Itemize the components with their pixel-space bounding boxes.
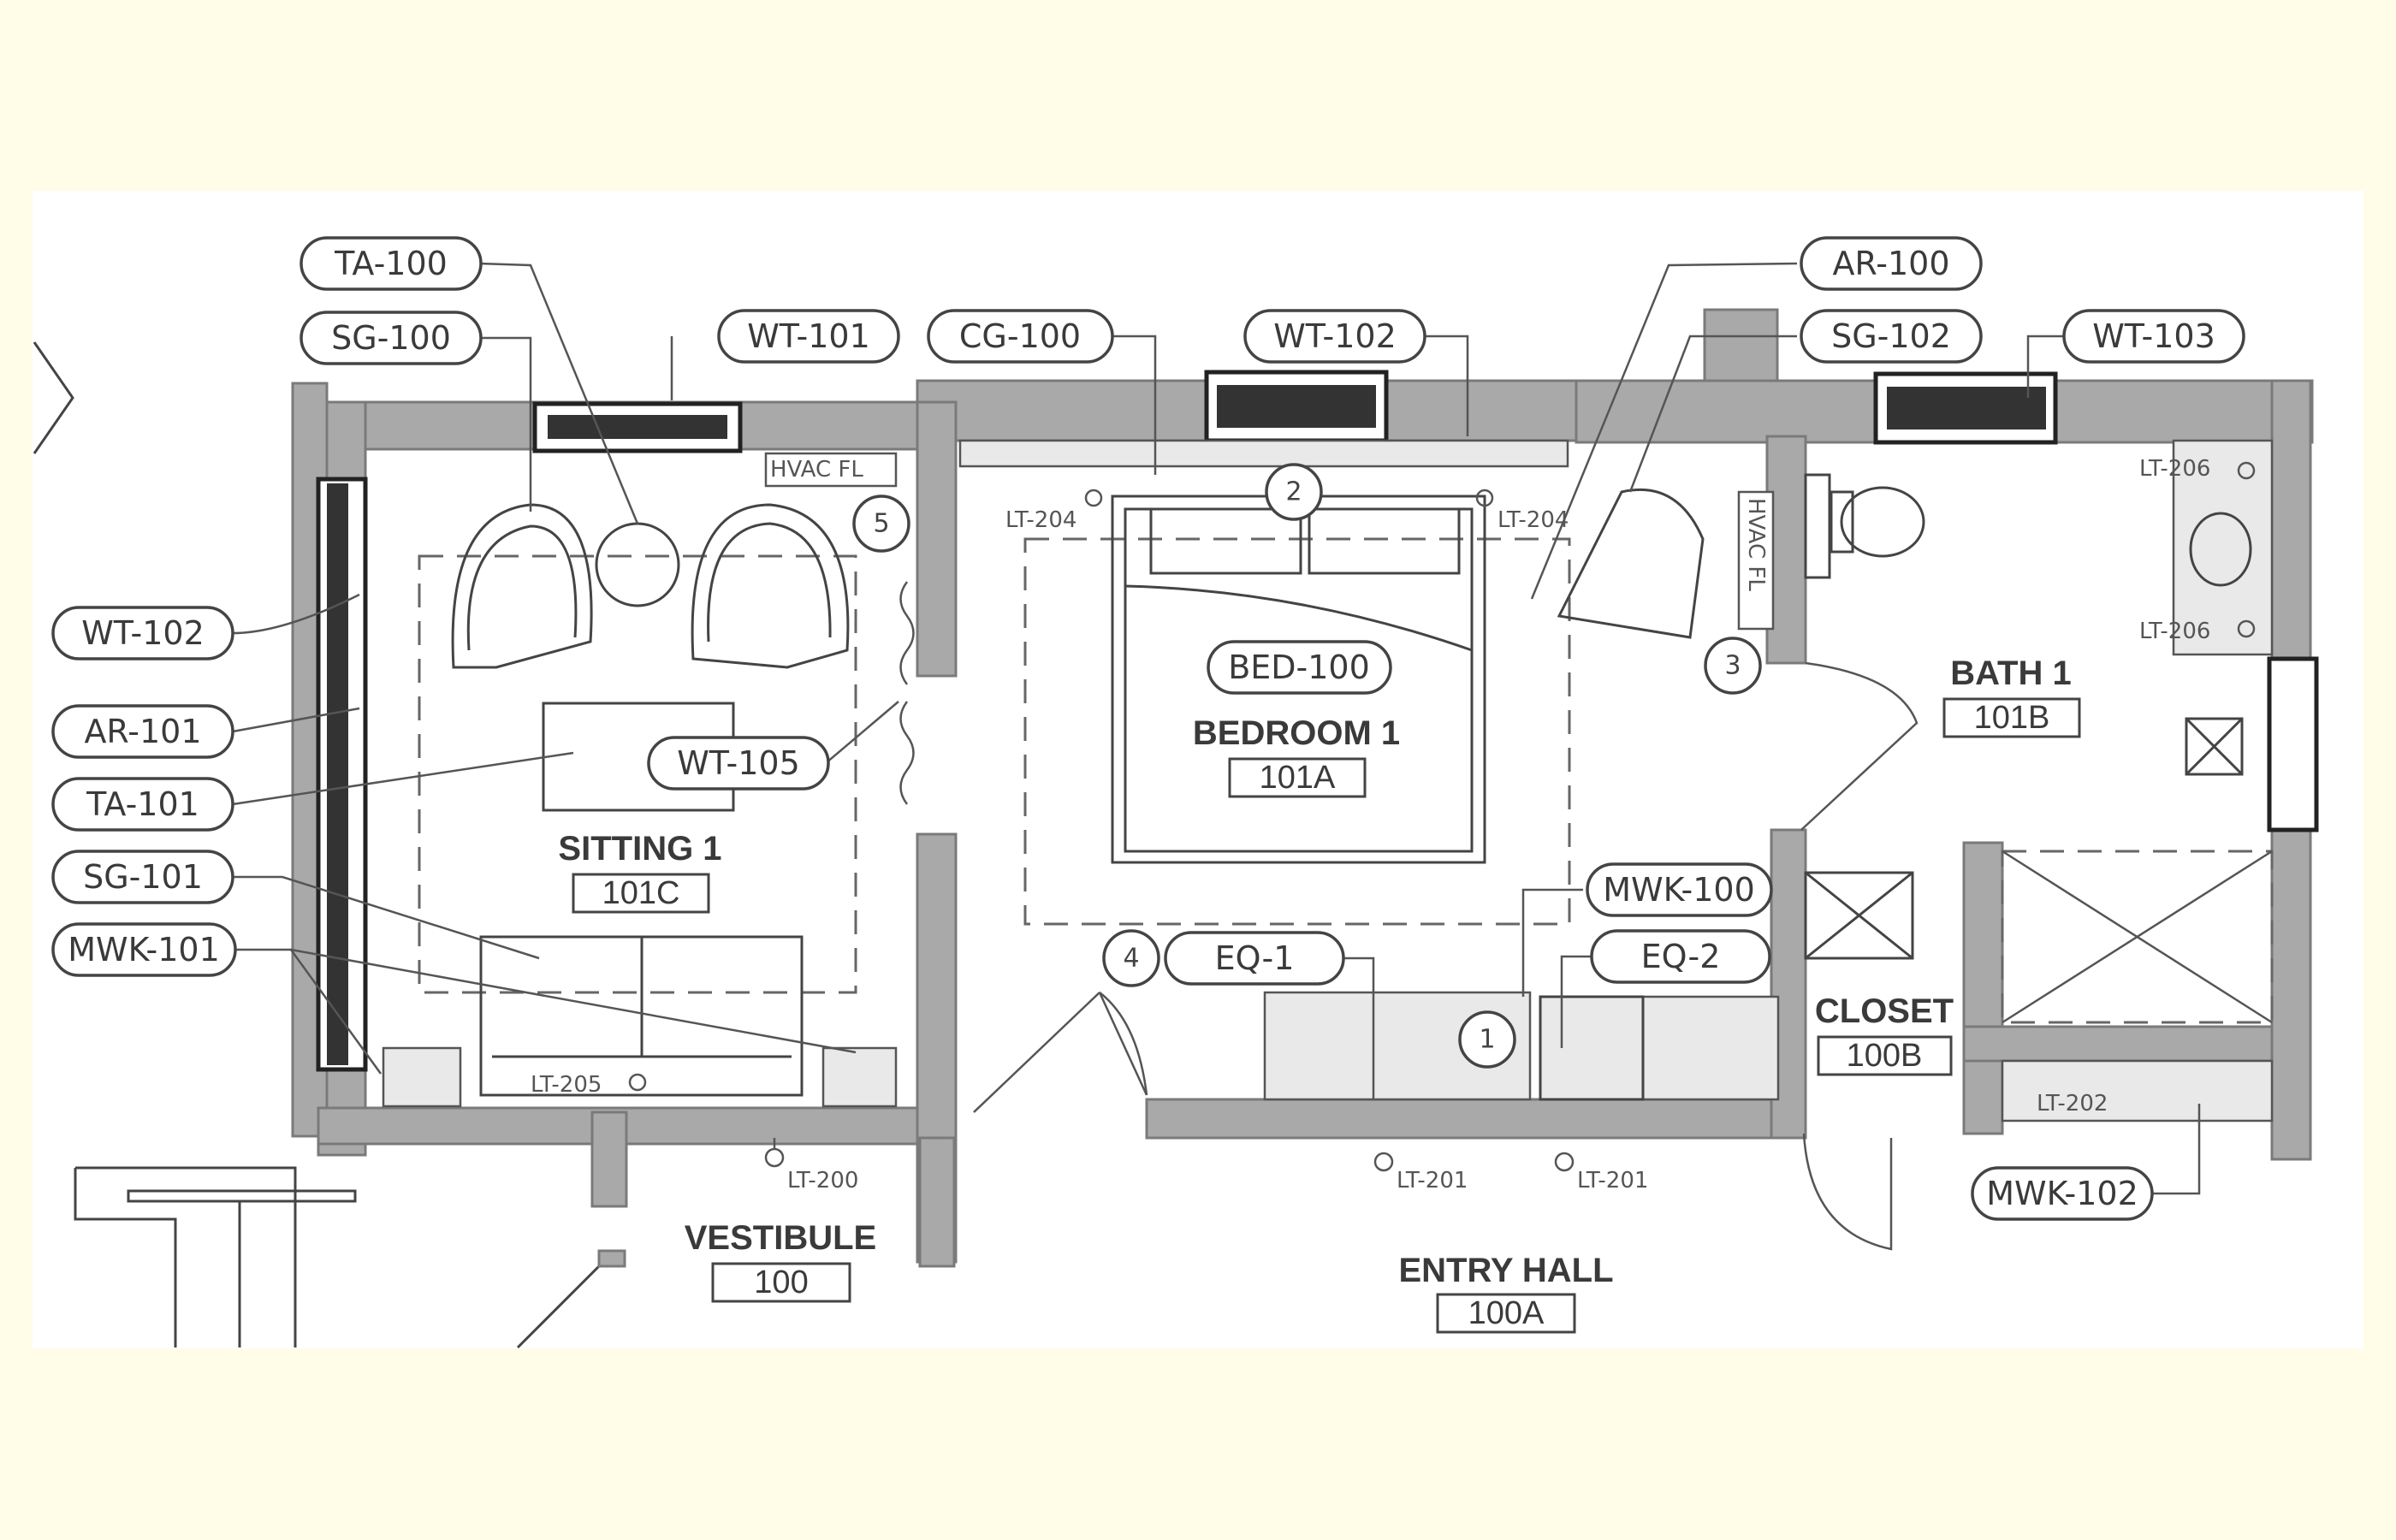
- tag-eq-1: EQ-1: [1164, 931, 1345, 986]
- tag-mwk-100: MWK-100: [1586, 862, 1773, 917]
- tag-sg-100: SG-100: [300, 311, 483, 365]
- svg-text:WT-102: WT-102: [81, 614, 205, 652]
- tag-mwk-102: MWK-102: [1971, 1166, 2154, 1221]
- svg-text:LT-204: LT-204: [1005, 507, 1076, 533]
- tag-ar-100: AR-100: [1800, 236, 1983, 291]
- svg-text:100B: 100B: [1847, 1038, 1923, 1074]
- svg-text:VESTIBULE: VESTIBULE: [685, 1219, 876, 1257]
- keynote-3: 3: [1704, 637, 1762, 695]
- svg-text:LT-201: LT-201: [1577, 1168, 1648, 1194]
- svg-text:BATH 1: BATH 1: [1950, 654, 2071, 692]
- leader-lines: [232, 262, 2201, 1195]
- room-bath: BATH 1 101B: [1942, 654, 2081, 738]
- svg-text:BEDROOM 1: BEDROOM 1: [1193, 714, 1400, 752]
- svg-text:EQ-2: EQ-2: [1641, 938, 1721, 975]
- room-entry-hall: ENTRY HALL 100A: [1398, 1252, 1614, 1334]
- svg-text:LT-205: LT-205: [531, 1072, 602, 1098]
- hvac-top: HVAC FL: [764, 452, 898, 488]
- svg-text:100: 100: [754, 1265, 808, 1300]
- tag-ar-101: AR-101: [51, 704, 234, 759]
- tag-wt-105: WT-105: [647, 736, 830, 791]
- svg-text:LT-201: LT-201: [1397, 1168, 1468, 1194]
- tag-sg-102: SG-102: [1800, 309, 1983, 364]
- keynote-5: 5: [852, 495, 910, 553]
- hvac-side: HVAC FL: [1737, 490, 1775, 631]
- svg-text:BED-100: BED-100: [1228, 649, 1370, 686]
- svg-text:HVAC FL: HVAC FL: [770, 457, 863, 483]
- room-sitting: SITTING 1 101C: [558, 830, 722, 914]
- svg-text:TA-101: TA-101: [86, 785, 199, 823]
- svg-text:LT-206: LT-206: [2139, 619, 2210, 644]
- room-bedroom: BEDROOM 1 101A: [1193, 714, 1400, 798]
- svg-text:WT-103: WT-103: [2092, 317, 2215, 355]
- svg-text:CLOSET: CLOSET: [1815, 992, 1954, 1030]
- svg-text:AR-100: AR-100: [1832, 245, 1949, 282]
- svg-text:5: 5: [873, 509, 889, 539]
- svg-text:1: 1: [1479, 1025, 1495, 1055]
- svg-text:LT-204: LT-204: [1498, 507, 1569, 533]
- svg-text:MWK-100: MWK-100: [1603, 871, 1755, 909]
- tag-wt-103: WT-103: [2062, 309, 2245, 364]
- keynote-4: 4: [1102, 929, 1160, 987]
- tag-mwk-101: MWK-101: [51, 922, 237, 977]
- room-closet: CLOSET 100B: [1815, 992, 1954, 1076]
- light-fixtures: LT-200 LT-201 LT-201 LT-202 LT-204 LT-20…: [531, 456, 2256, 1194]
- svg-text:ENTRY HALL: ENTRY HALL: [1398, 1252, 1613, 1289]
- light-icon: [764, 1138, 785, 1168]
- svg-text:MWK-102: MWK-102: [1986, 1175, 2138, 1212]
- bath-fixtures: [1800, 439, 2274, 1251]
- svg-text:2: 2: [1285, 477, 1302, 507]
- svg-text:LT-202: LT-202: [2037, 1091, 2108, 1116]
- tag-wt-102-left: WT-102: [51, 606, 234, 660]
- svg-text:3: 3: [1724, 651, 1741, 681]
- svg-text:LT-200: LT-200: [787, 1168, 858, 1194]
- svg-text:SG-100: SG-100: [331, 319, 451, 357]
- tag-cg-100: CG-100: [927, 309, 1114, 364]
- svg-text:101B: 101B: [1974, 700, 2050, 736]
- svg-text:LT-206: LT-206: [2139, 456, 2210, 482]
- section-arrow-icon: [33, 341, 74, 454]
- svg-text:100A: 100A: [1468, 1295, 1545, 1331]
- svg-text:SG-102: SG-102: [1831, 317, 1951, 355]
- svg-text:WT-105: WT-105: [677, 744, 800, 782]
- tag-eq-2: EQ-2: [1590, 929, 1771, 984]
- room-vestibule: VESTIBULE 100: [685, 1219, 876, 1303]
- tag-bed-100: BED-100: [1207, 640, 1392, 695]
- exterior: [74, 1166, 626, 1349]
- svg-text:WT-101: WT-101: [747, 317, 870, 355]
- tag-wt-101: WT-101: [717, 309, 900, 364]
- bedroom-furniture: [958, 439, 1780, 1113]
- svg-text:MWK-101: MWK-101: [68, 931, 220, 968]
- svg-text:101C: 101C: [602, 875, 680, 911]
- tag-wt-102-top: WT-102: [1243, 309, 1426, 364]
- svg-text:AR-101: AR-101: [84, 713, 201, 750]
- keynote-1: 1: [1458, 1010, 1516, 1069]
- sitting-furniture: [382, 503, 915, 1108]
- tag-sg-101: SG-101: [51, 850, 234, 904]
- tag-ta-100: TA-100: [300, 236, 483, 291]
- svg-text:101A: 101A: [1260, 760, 1336, 796]
- svg-text:SG-101: SG-101: [83, 858, 203, 896]
- svg-text:CG-100: CG-100: [959, 317, 1081, 355]
- svg-text:4: 4: [1123, 944, 1139, 974]
- tag-ta-101: TA-101: [51, 777, 234, 832]
- svg-text:SITTING 1: SITTING 1: [558, 830, 721, 868]
- keynote-2: 2: [1265, 463, 1323, 521]
- svg-text:HVAC FL: HVAC FL: [1743, 498, 1769, 591]
- svg-text:EQ-1: EQ-1: [1215, 939, 1295, 977]
- svg-text:WT-102: WT-102: [1273, 317, 1397, 355]
- svg-text:TA-100: TA-100: [334, 245, 448, 282]
- windows: [316, 370, 2319, 1072]
